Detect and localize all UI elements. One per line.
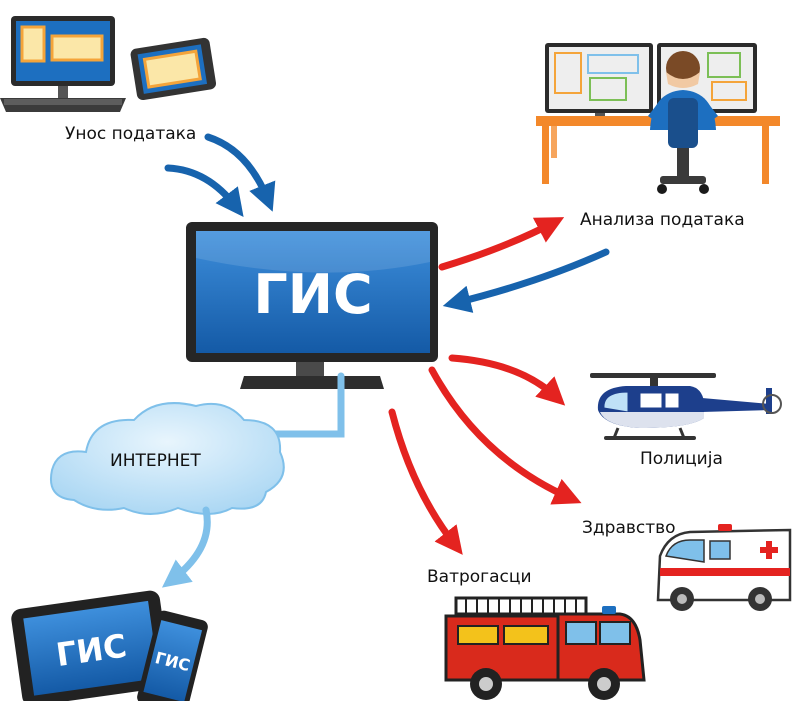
health-label: Здравство [582, 518, 676, 538]
gis-to-analysis-arrow [438, 217, 565, 271]
input-arrow-2 [204, 133, 276, 212]
mobile-gis-devices: ГИС ГИС [11, 590, 208, 701]
ambulance-icon [656, 524, 792, 611]
desktop-computer-icon [0, 16, 126, 112]
police-helicopter: Полиција [590, 373, 782, 469]
health-ambulance: Здравство [582, 518, 792, 611]
analysis-to-gis-arrow [442, 248, 610, 313]
data-analysis-label: Анализа података [580, 210, 745, 230]
fire-truck-icon [444, 596, 646, 700]
firefighters-truck: Ватрогасци [427, 567, 646, 700]
tablet-icon [130, 37, 217, 101]
internet-label: ИНТЕРНЕТ [110, 451, 201, 471]
gis-to-health-arrow [428, 366, 582, 505]
internet-to-mobile-arrow [161, 506, 211, 588]
data-entry-label: Унос података [65, 124, 196, 144]
gis-tablet-icon: ГИС [11, 590, 171, 701]
gis-to-internet-line [258, 372, 345, 438]
cloud-icon [50, 402, 285, 515]
analyst-person-icon [648, 51, 718, 194]
police-label: Полиција [640, 449, 723, 469]
input-arrow-1 [164, 164, 244, 218]
firefighters-label: Ватрогасци [427, 567, 532, 587]
monitor-left-icon [545, 43, 653, 123]
gis-to-police-arrow [448, 354, 566, 406]
internet-cloud: ИНТЕРНЕТ [50, 402, 285, 515]
gis-main-text: ГИС [253, 263, 372, 326]
gis-to-firefighters-arrow [388, 408, 463, 555]
gis-phone-icon: ГИС [137, 610, 208, 701]
gis-main-monitor: ГИС [186, 222, 438, 389]
data-entry-arrows [164, 133, 276, 218]
data-entry-devices: Унос података [0, 16, 217, 144]
analysis-workstation: Анализа података [536, 43, 780, 230]
helicopter-icon [590, 373, 782, 440]
